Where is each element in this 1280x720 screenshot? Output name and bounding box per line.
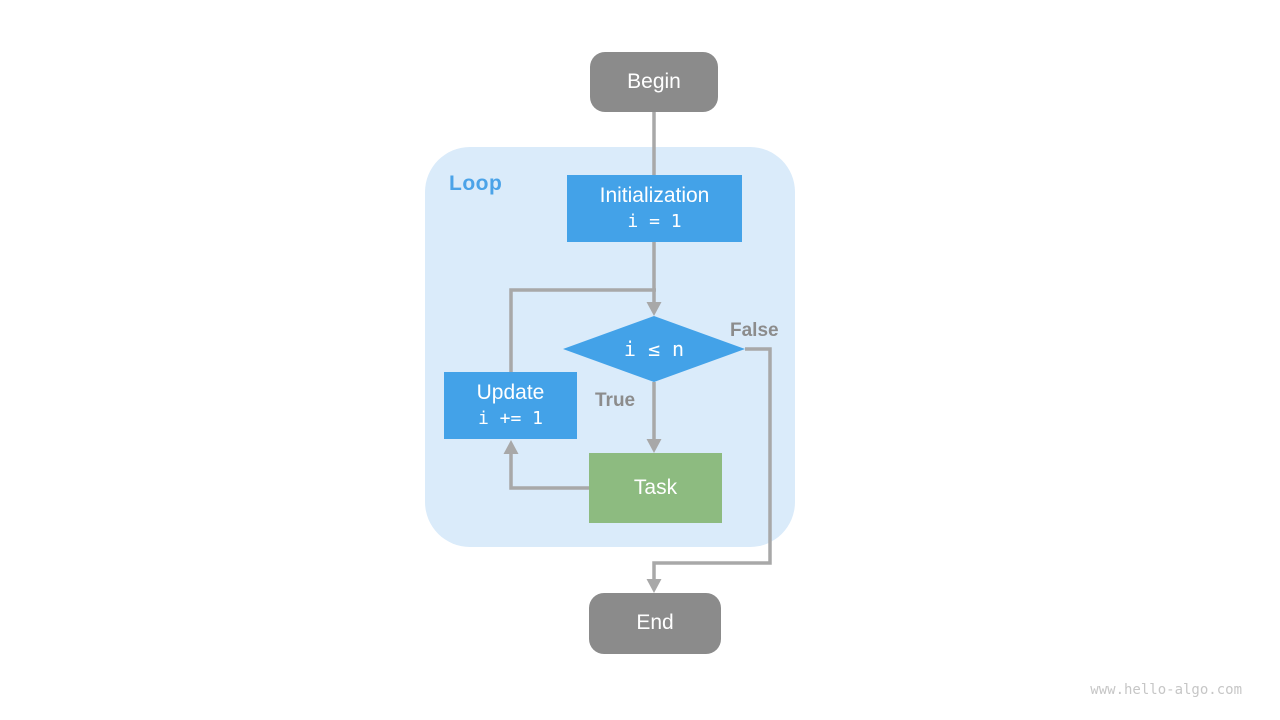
arrowhead-into-end-icon <box>646 579 662 593</box>
watermark-text: www.hello-algo.com <box>1090 682 1242 698</box>
end-node-label: End <box>636 611 674 635</box>
task-node: Task <box>589 453 722 523</box>
condition-node-label: i ≤ n <box>623 337 685 361</box>
begin-node-label: Begin <box>627 69 681 93</box>
update-node: Update i += 1 <box>444 372 577 439</box>
false-branch-label: False <box>730 320 779 341</box>
initialization-node-code: i = 1 <box>627 211 682 233</box>
initialization-node: Initialization i = 1 <box>567 175 742 242</box>
begin-node: Begin <box>590 52 718 112</box>
task-node-label: Task <box>633 475 678 499</box>
loop-group-label: Loop <box>449 172 503 195</box>
end-node: End <box>589 593 721 654</box>
update-node-label: Update <box>476 381 545 405</box>
initialization-node-label: Initialization <box>599 184 710 208</box>
true-branch-label: True <box>595 390 636 411</box>
update-node-code: i += 1 <box>477 408 544 430</box>
